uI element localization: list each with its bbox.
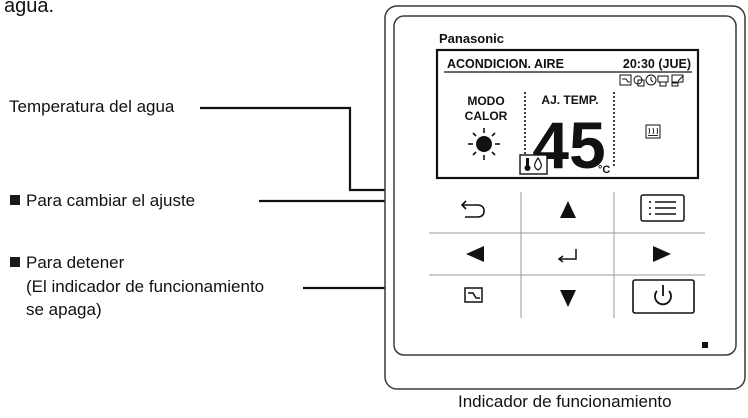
screen-mode-title: ACONDICION. AIRE	[447, 57, 564, 71]
bullet-square	[10, 257, 20, 267]
screen-mode-line1: MODO	[467, 94, 504, 108]
lock-icon	[657, 75, 669, 87]
network-icon	[671, 74, 684, 87]
down-button[interactable]	[530, 279, 606, 313]
thermometer-water-drop-icon	[519, 154, 548, 175]
triangle-up-icon	[560, 201, 576, 218]
status-icons-row	[619, 74, 684, 87]
timer-button[interactable]	[440, 279, 510, 313]
power-icon	[654, 285, 672, 306]
operation-indicator-led	[702, 342, 708, 348]
menu-button[interactable]	[640, 194, 685, 222]
bullet-square	[10, 195, 20, 205]
callout-stop: Para detener	[10, 253, 124, 273]
heater-icon	[645, 124, 661, 139]
callout-stop-title: Para detener	[26, 253, 125, 272]
filter-icon	[633, 75, 645, 87]
power-button[interactable]	[632, 279, 695, 314]
top-text-fragment: agua.	[4, 0, 55, 17]
callout-stop-line3: se apaga)	[26, 300, 102, 319]
enter-arrow-icon	[557, 249, 577, 263]
callout-change-setting-text: Para cambiar el ajuste	[26, 191, 196, 210]
up-button[interactable]	[530, 195, 606, 229]
triangle-left-icon	[466, 246, 484, 262]
screen-temperature-unit: °C	[598, 164, 610, 176]
brand-logo: Panasonic	[439, 31, 504, 46]
screen-clock: 20:30 (JUE)	[623, 57, 691, 71]
callout-change-setting: Para cambiar el ajuste	[10, 191, 195, 211]
menu-list-icon	[649, 201, 676, 215]
sun-icon	[468, 128, 500, 160]
triangle-right-icon	[653, 246, 671, 262]
back-button[interactable]	[440, 195, 510, 229]
return-arrow-icon	[460, 200, 485, 218]
button-grid	[429, 192, 705, 318]
callout-water-temperature: Temperatura del agua	[9, 97, 175, 116]
left-button[interactable]	[440, 237, 510, 271]
callout-operation-indicator: Indicador de funcionamiento	[458, 392, 672, 411]
triangle-down-icon	[560, 290, 576, 307]
screen-setting-label: AJ. TEMP.	[541, 93, 598, 107]
timer-icon	[464, 287, 483, 303]
screen-mode-line2: CALOR	[465, 109, 508, 123]
right-button[interactable]	[622, 237, 698, 271]
clock-icon	[645, 74, 657, 86]
timer-icon	[619, 74, 632, 86]
lcd-screen	[435, 48, 700, 180]
callout-stop-line2: (El indicador de funcionamiento	[26, 277, 265, 296]
enter-button[interactable]	[530, 237, 606, 271]
